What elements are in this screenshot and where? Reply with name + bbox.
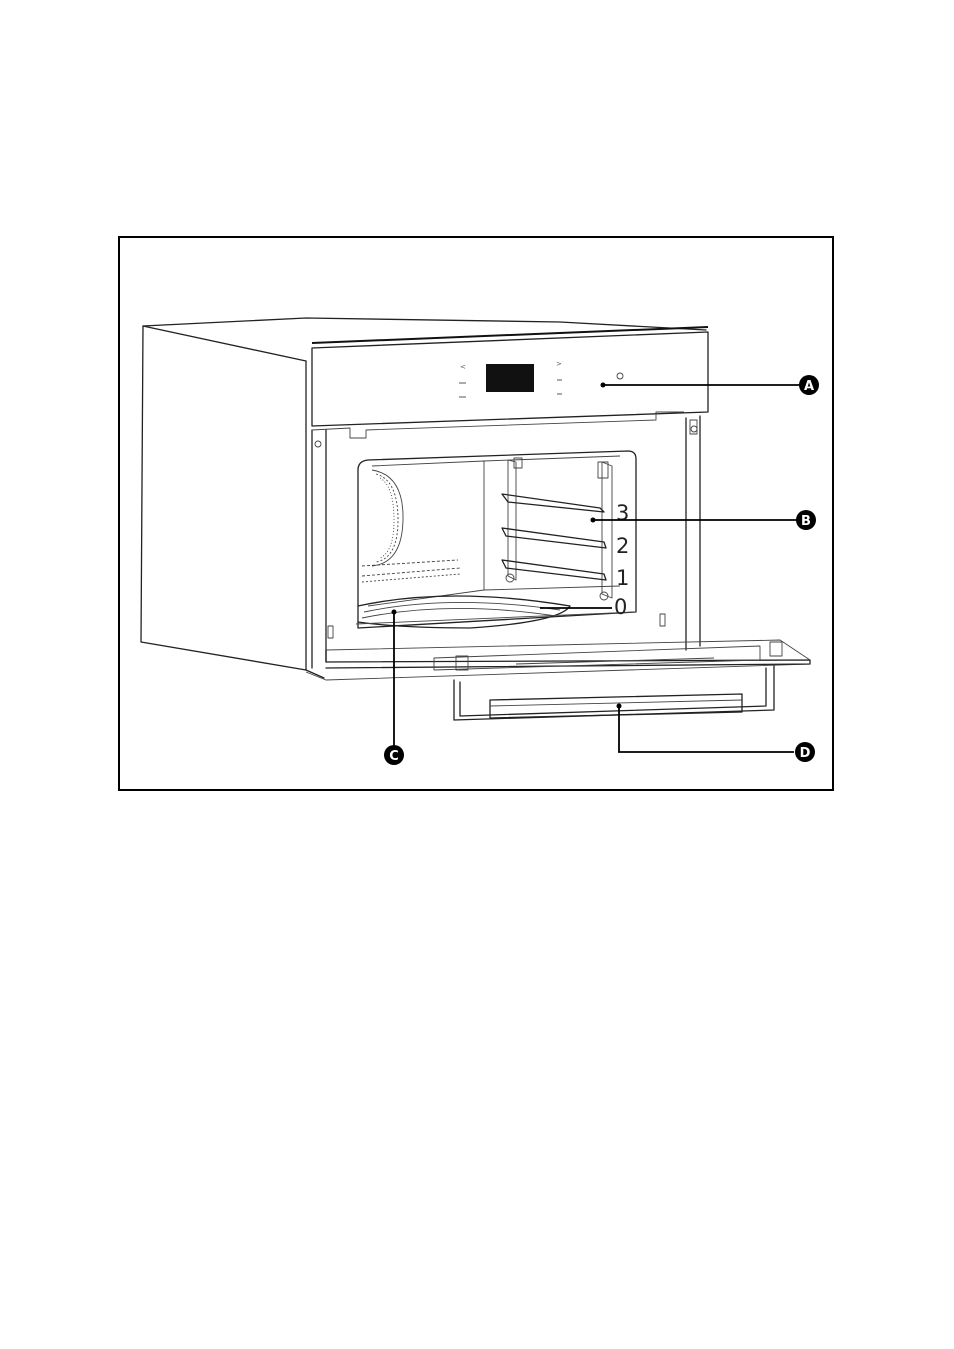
control-panel: < >	[312, 327, 708, 426]
callout-a-label: A	[804, 379, 814, 394]
callout-b-label: B	[801, 514, 811, 529]
shelf-runners	[502, 458, 612, 600]
callout-c: C	[384, 610, 404, 766]
shelf-level-1: 1	[616, 566, 629, 590]
callout-c-label: C	[389, 749, 399, 764]
display-window	[486, 364, 534, 392]
shelf-level-0: 0	[614, 595, 627, 619]
shelf-level-3: 3	[616, 501, 629, 525]
oven-cavity	[358, 451, 636, 628]
callout-d-label: D	[800, 746, 811, 761]
callout-a: A	[601, 375, 820, 395]
front-frame	[312, 412, 700, 668]
shelf-level-2: 2	[616, 534, 629, 558]
open-door	[326, 640, 810, 670]
power-button	[617, 373, 623, 379]
shelf-level-labels: 3 2 1 0	[540, 501, 629, 619]
panel-left-arrow: <	[460, 363, 466, 371]
oven-body	[141, 318, 810, 680]
cavity-floor	[356, 596, 636, 628]
panel-right-arrow: >	[556, 360, 562, 368]
